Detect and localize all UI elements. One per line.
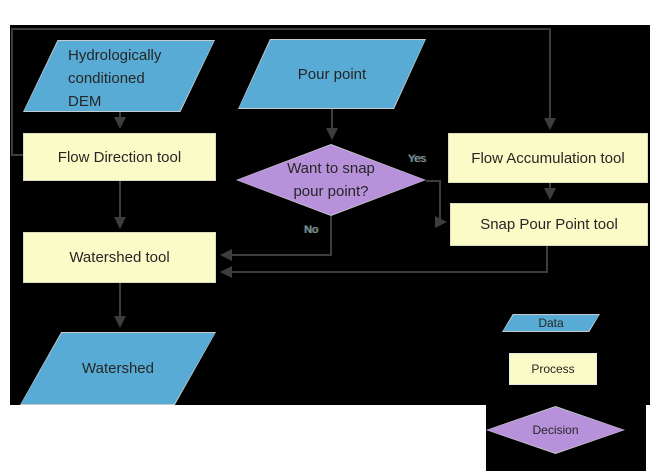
node-watershed-tool: Watershed tool: [23, 232, 216, 283]
node-decision-label: Want to snap pour point?: [236, 144, 426, 216]
node-pour-point-fill: [239, 40, 425, 108]
legend-process-shape: Process: [509, 353, 597, 385]
edge-label-yes: Yes: [408, 153, 426, 165]
legend-data-shape: Data: [502, 314, 600, 332]
node-flow-accumulation-label: Flow Accumulation tool: [471, 149, 625, 167]
legend-data-fill: [503, 315, 599, 331]
dem-line-2: conditioned: [68, 70, 145, 87]
node-watershed-label: Watershed: [82, 360, 154, 377]
node-watershed: Watershed: [20, 332, 216, 405]
decision-line-2: pour point?: [293, 183, 369, 200]
node-flow-direction-label: Flow Direction tool: [57, 148, 182, 166]
node-pour-point-label: Pour point: [297, 65, 367, 83]
node-decision: Want to snap pour point?: [236, 144, 426, 216]
node-dem-fill: [24, 41, 214, 111]
legend-data-label: Data: [538, 316, 564, 330]
legend-decision-label: Decision: [532, 423, 579, 437]
node-watershed-tool-label: Watershed tool: [69, 249, 170, 266]
dem-line-3: DEM: [68, 93, 102, 110]
legend-decision-shape: Decision: [486, 406, 625, 454]
node-dem-label: Hydrologically conditioned DEM: [68, 44, 161, 113]
node-pour-point: Pour point: [238, 39, 426, 109]
node-flow-accumulation: Flow Accumulation tool: [448, 133, 648, 183]
dem-line-1: Hydrologically: [68, 47, 162, 64]
node-snap-pour-point-label: Snap Pour Point tool: [480, 216, 618, 233]
edge-label-no: No: [304, 224, 319, 236]
node-dem: Hydrologically conditioned DEM: [23, 40, 215, 112]
legend-process-label: Process: [531, 362, 575, 376]
decision-line-1: Want to snap: [287, 160, 375, 177]
node-snap-pour-point: Snap Pour Point tool: [450, 203, 648, 246]
node-flow-direction: Flow Direction tool: [23, 133, 216, 181]
